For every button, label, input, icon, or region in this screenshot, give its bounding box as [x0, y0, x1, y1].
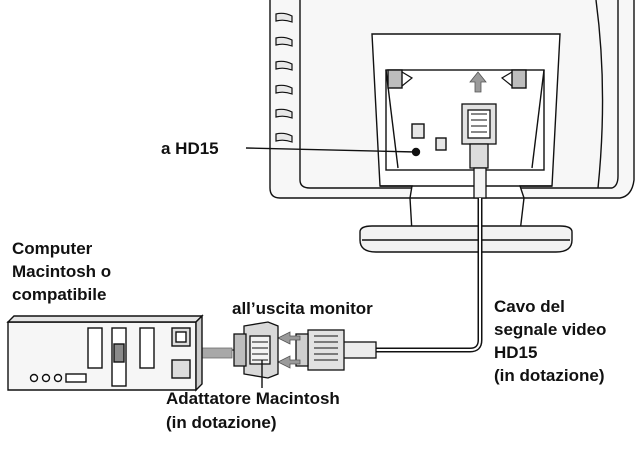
monitor-illustration — [269, 0, 635, 253]
adapter-label-line1: Adattatore Macintosh — [166, 389, 340, 408]
hd15-plug-monitor — [461, 103, 497, 199]
adapter-label-line2: (in dotazione) — [166, 413, 277, 432]
monitor-base — [359, 225, 573, 253]
computer-port-strip — [65, 373, 87, 383]
hd15-port-label: a HD15 — [161, 139, 219, 158]
computer-slot-1 — [87, 327, 103, 369]
hd15-plug-adapter — [295, 329, 345, 371]
audio-port-1 — [29, 373, 39, 383]
cable-strain-relief — [341, 341, 377, 359]
cable-label-line4: (in dotazione) — [494, 366, 605, 385]
audio-port-2 — [41, 373, 51, 383]
computer-slot-3 — [139, 327, 155, 369]
hd15-pointer-line — [245, 147, 417, 153]
computer-illustration — [6, 314, 204, 392]
cable-label-line2: segnale video — [494, 320, 607, 339]
insert-arrow-up — [469, 71, 487, 93]
macintosh-adapter — [233, 321, 279, 379]
computer-label-line1: Computer — [12, 239, 93, 258]
monitor-output-label: all’uscita monitor — [232, 299, 373, 318]
insert-arrows-left — [277, 331, 301, 369]
audio-port-3 — [53, 373, 63, 383]
monitor-right-edge — [595, 0, 604, 189]
vent-slots — [275, 12, 293, 143]
computer-label-line2: Macintosh o — [12, 262, 112, 281]
computer-video-port — [113, 343, 125, 363]
left-latch — [387, 69, 403, 89]
cable-label-line1: Cavo del — [494, 297, 565, 316]
right-latch — [511, 69, 527, 89]
cable-label-line3: HD15 — [494, 343, 538, 362]
computer-label-line3: compatibile — [12, 285, 107, 304]
